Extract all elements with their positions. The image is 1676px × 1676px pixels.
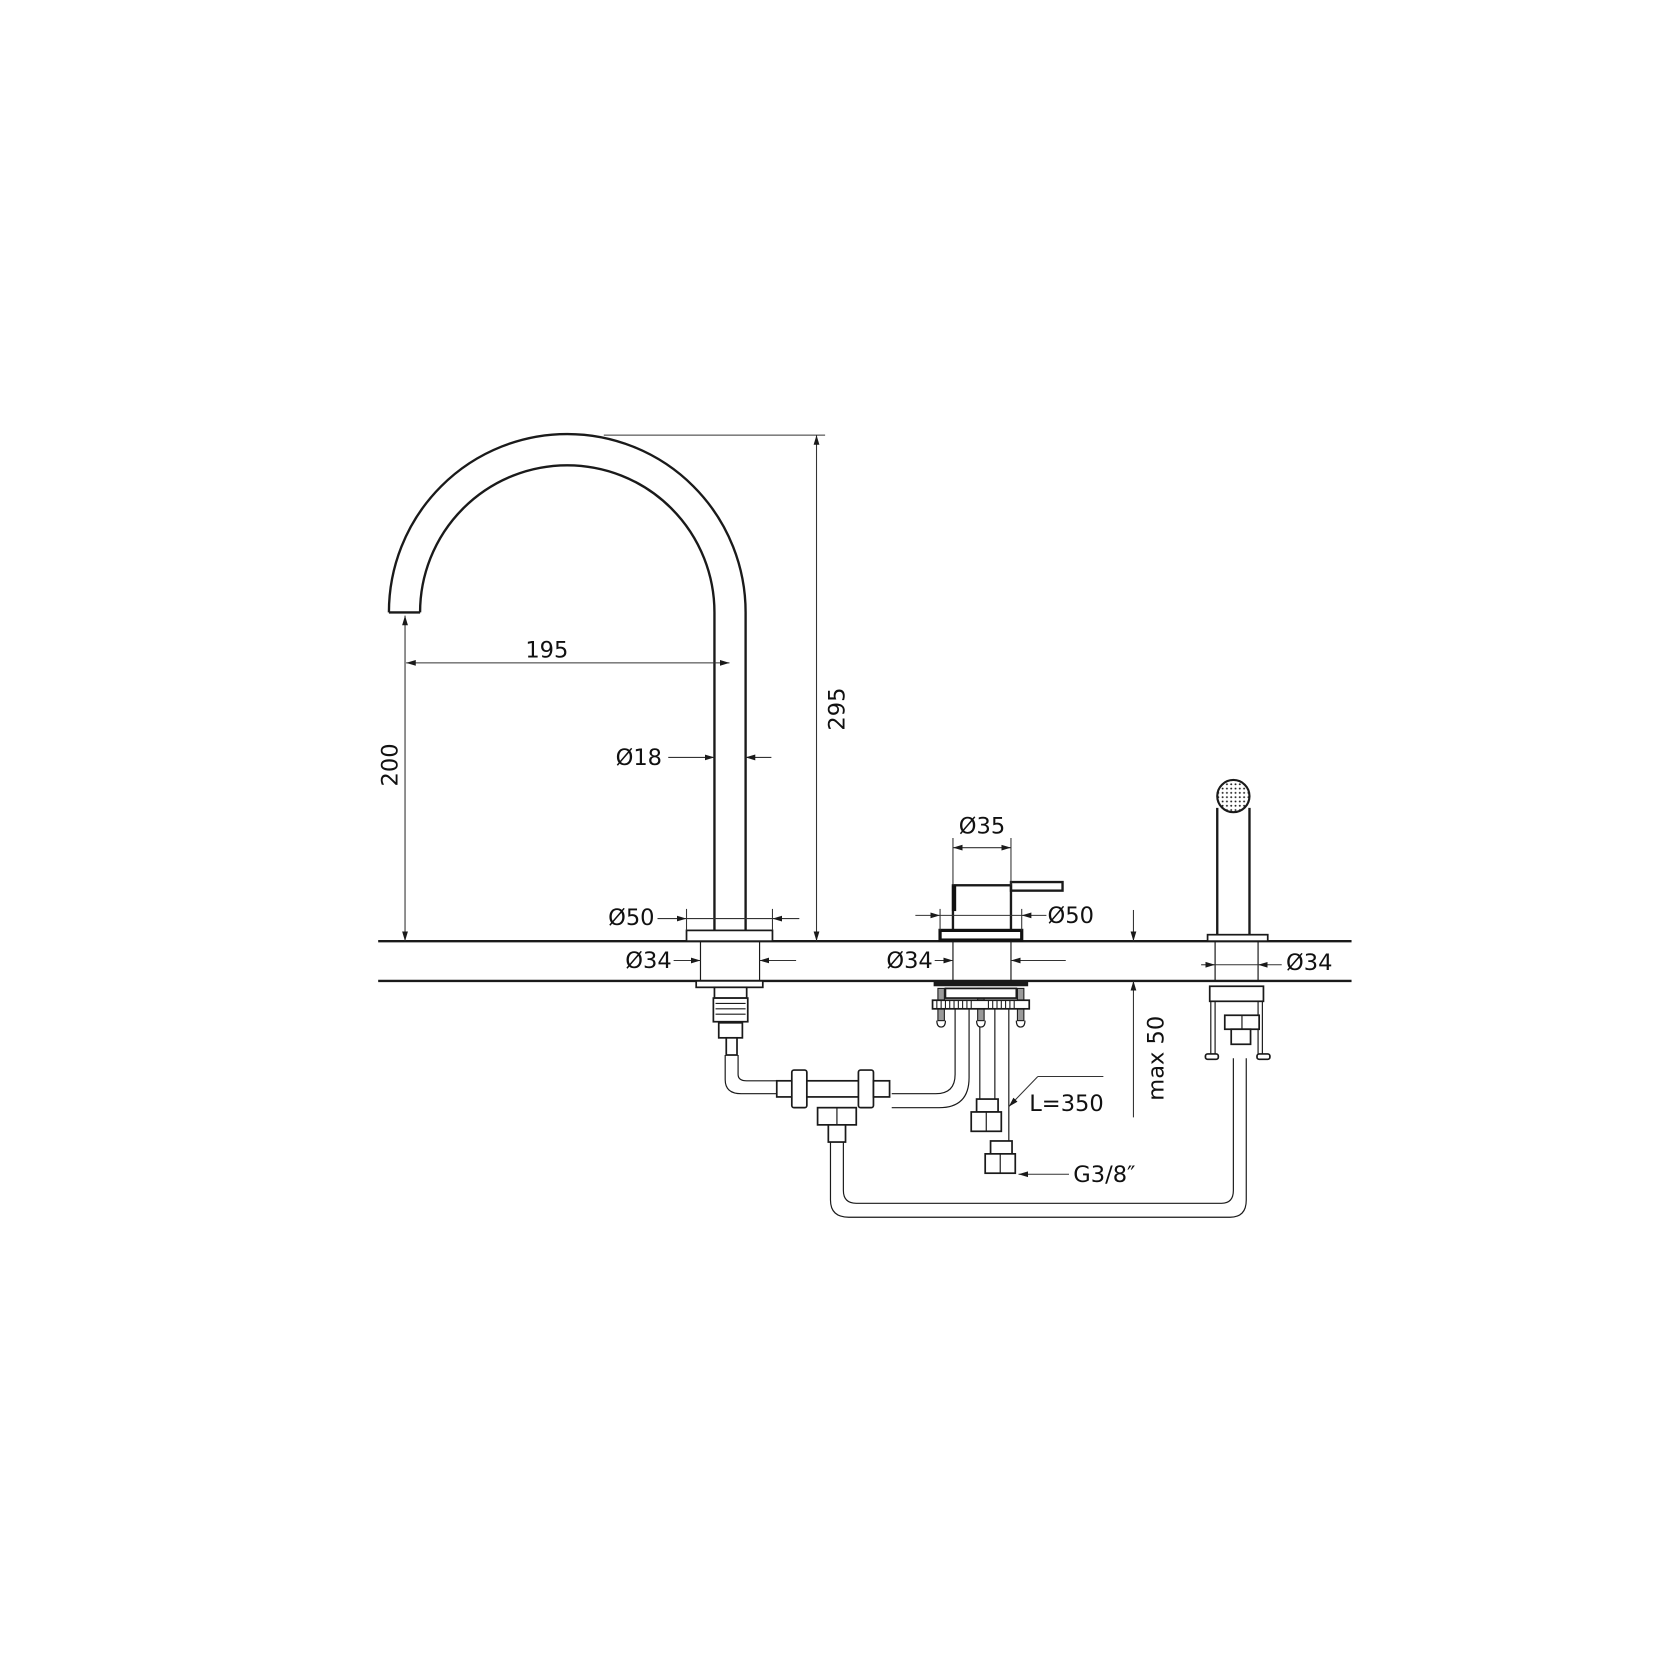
dimension-connection-thread: G3/8″ <box>1018 1162 1135 1188</box>
svg-text:Ø35: Ø35 <box>959 814 1005 840</box>
dimension-spout-hole-34: Ø34 <box>625 948 797 974</box>
dimension-spout-outlet-200: 200 <box>378 615 408 942</box>
dimension-mixer-hole-34: Ø34 <box>886 948 1066 974</box>
svg-text:Ø34: Ø34 <box>886 948 932 974</box>
dimension-shower-hole-34: Ø34 <box>1201 950 1332 976</box>
dimension-mixer-body-35: Ø35 <box>952 814 1012 886</box>
countertop <box>378 939 1352 983</box>
single-lever-mixer <box>891 880 1064 1175</box>
dimension-spout-height-295: 295 <box>603 434 850 942</box>
swivel-spout <box>387 432 774 1056</box>
svg-text:295: 295 <box>824 688 850 731</box>
svg-text:G3/8″: G3/8″ <box>1073 1162 1135 1188</box>
pull-out-hand-shower <box>1204 778 1271 1061</box>
svg-text:195: 195 <box>525 638 568 664</box>
dimension-spout-reach-195: 195 <box>406 638 730 666</box>
dimension-spout-tube-18: Ø18 <box>616 745 772 771</box>
dimension-mixer-base-50: Ø50 <box>915 903 1094 931</box>
svg-text:Ø50: Ø50 <box>608 905 654 931</box>
svg-text:200: 200 <box>378 743 404 786</box>
diverter-tee <box>724 1055 1247 1218</box>
svg-text:Ø34: Ø34 <box>1286 950 1332 976</box>
svg-text:Ø18: Ø18 <box>616 745 662 771</box>
svg-text:Ø50: Ø50 <box>1048 903 1094 929</box>
svg-text:Ø34: Ø34 <box>625 948 671 974</box>
dimension-deck-max-50: max 50 <box>1130 909 1170 1118</box>
dimension-hose-length: L=350 <box>1008 1075 1104 1117</box>
svg-text:L=350: L=350 <box>1029 1091 1104 1117</box>
svg-text:max 50: max 50 <box>1144 1016 1170 1101</box>
dimension-spout-base-50: Ø50 <box>608 905 800 931</box>
